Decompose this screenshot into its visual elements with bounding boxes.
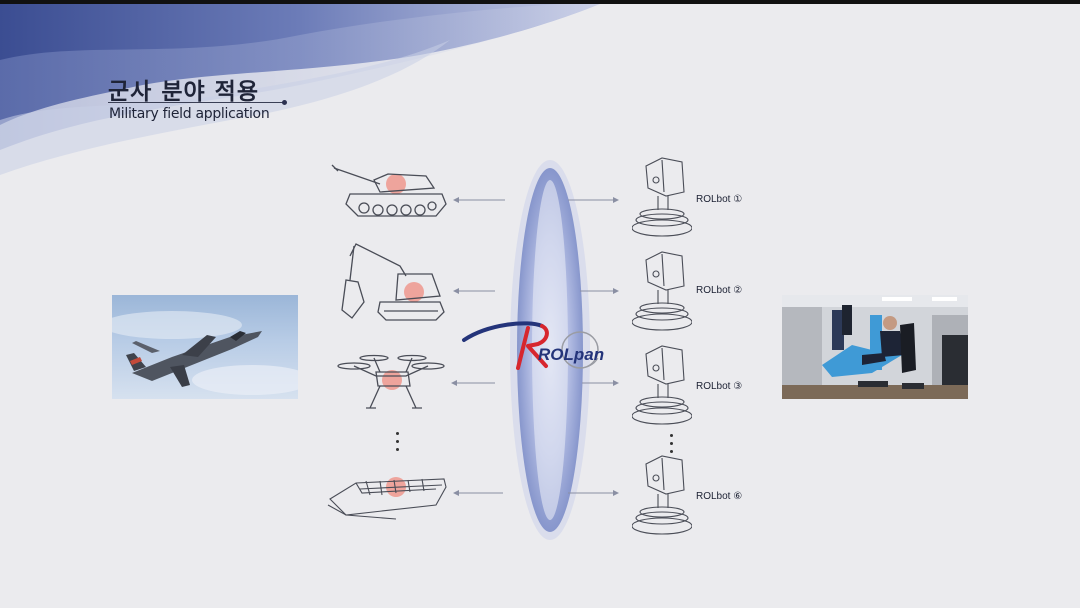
- rolpan-logo: ROLpan: [462, 321, 604, 370]
- title-underline-dot: [282, 100, 287, 105]
- rolbot-6-label: ROLbot ⑥: [696, 491, 743, 502]
- rolbot-3-label: ROLbot ③: [696, 381, 743, 392]
- page-title-english: Military field application: [109, 106, 270, 122]
- fighter-jet-photo: [112, 295, 298, 399]
- tank-icon: [331, 164, 447, 217]
- header-wave-decoration: [0, 4, 600, 175]
- rolbot-1-label: ROLbot ①: [696, 194, 743, 205]
- top-bar: [0, 0, 1080, 4]
- rolbot-2-icon: [632, 251, 692, 331]
- title-underline: [108, 102, 283, 103]
- simulator-photo: [782, 295, 968, 399]
- platform-lens-graphic: [510, 160, 590, 540]
- ship-icon: [327, 477, 447, 520]
- vehicle-ellipsis: [396, 432, 400, 456]
- rolbot-6-icon: [632, 455, 692, 535]
- logo-text: ROLpan: [538, 345, 604, 364]
- page-title-korean: 군사 분야 적용: [108, 79, 259, 105]
- rolbot-3-icon: [632, 345, 692, 425]
- excavator-icon: [341, 243, 445, 321]
- drone-icon: [337, 354, 445, 409]
- rolbot-1-icon: [632, 157, 692, 237]
- fighter-jet-icon: [126, 331, 262, 387]
- rolbot-ellipsis: [670, 434, 674, 458]
- rolbot-2-label: ROLbot ②: [696, 285, 743, 296]
